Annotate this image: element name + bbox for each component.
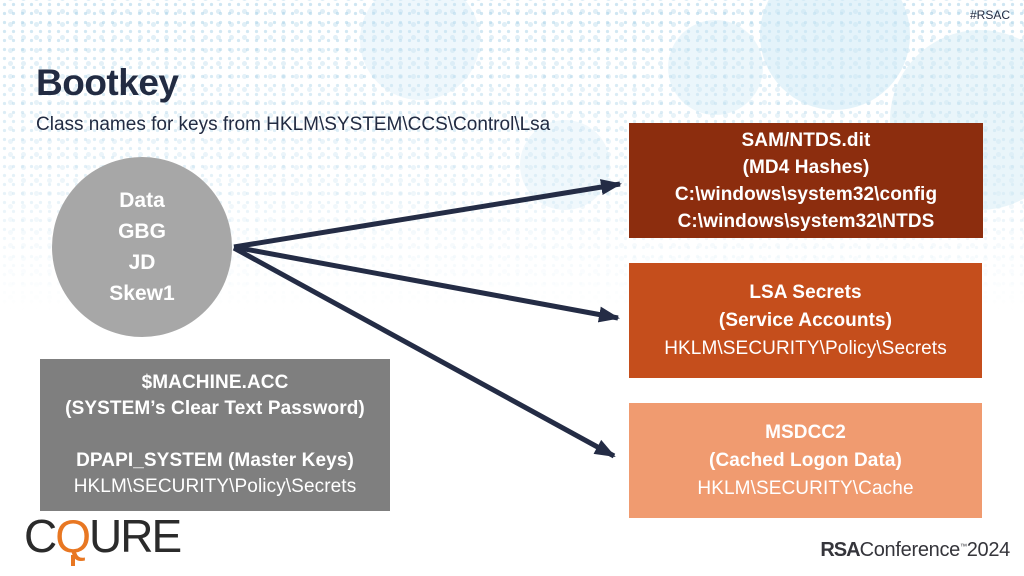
msdcc2-box: MSDCC2 (Cached Logon Data) HKLM\SECURITY…: [629, 403, 982, 518]
cqure-logo-c: C: [24, 510, 57, 562]
rsa-year: 2024: [966, 539, 1011, 561]
msdcc-box-line: (Cached Logon Data): [709, 449, 902, 471]
cqure-logo-q: Q: [55, 510, 91, 562]
lsa-secrets-box: LSA Secrets (Service Accounts) HKLM\SECU…: [629, 263, 982, 378]
rsa-conference-logo: RSAConference™2024: [820, 539, 1010, 562]
rsa-brand: RSA: [820, 539, 860, 561]
machine-box-registry-path: HKLM\SECURITY\Policy\Secrets: [73, 476, 357, 497]
sam-box-line: (MD4 Hashes): [742, 156, 870, 178]
rsa-conference-word: Conference: [859, 539, 961, 561]
cqure-logo: CQURE: [24, 510, 182, 562]
blank-line: [40, 422, 390, 448]
bootkey-class-names-circle: Data GBG JD Skew1: [52, 157, 232, 337]
sam-box-path: C:\windows\system32\config: [674, 183, 938, 205]
circle-line: Skew1: [109, 282, 175, 305]
subtitle: Class names for keys from HKLM\SYSTEM\CC…: [36, 114, 551, 135]
sam-box-line: SAM/NTDS.dit: [741, 129, 871, 151]
circle-line: JD: [128, 251, 156, 274]
circle-line: GBG: [118, 220, 166, 243]
machine-box-line: DPAPI_SYSTEM (Master Keys): [76, 450, 354, 471]
cqure-logo-ure: URE: [89, 510, 182, 562]
machine-box-line: $MACHINE.ACC: [141, 372, 289, 393]
background-circle: [668, 20, 763, 115]
lsa-box-line: (Service Accounts): [718, 309, 893, 331]
machine-box-line: (SYSTEM’s Clear Text Password): [65, 398, 365, 419]
lsa-box-line: LSA Secrets: [749, 281, 862, 303]
rsac-hashtag: #RSAC: [969, 8, 1010, 22]
machine-acc-box: $MACHINE.ACC (SYSTEM’s Clear Text Passwo…: [40, 359, 390, 511]
trademark-symbol: ™: [960, 543, 967, 551]
msdcc-box-registry-path: HKLM\SECURITY\Cache: [697, 477, 914, 499]
lsa-box-registry-path: HKLM\SECURITY\Policy\Secrets: [664, 337, 947, 359]
sam-ntds-box: SAM/NTDS.dit (MD4 Hashes) C:\windows\sys…: [629, 123, 983, 238]
background-circle: [360, 0, 480, 100]
page-title: Bootkey: [36, 62, 179, 103]
msdcc-box-line: MSDCC2: [765, 421, 846, 443]
circle-line: Data: [119, 189, 165, 212]
sam-box-path: C:\windows\system32\NTDS: [677, 210, 935, 232]
